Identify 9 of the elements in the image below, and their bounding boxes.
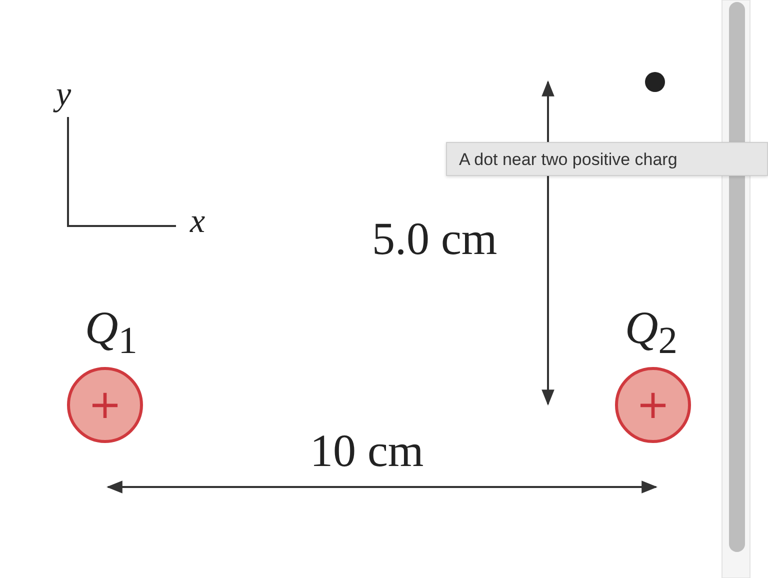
dimension-label: 10 cm [310, 428, 424, 474]
positive-charge: + [615, 367, 691, 443]
dimension-label: 5.0 cm [372, 216, 498, 262]
tooltip: A dot near two positive charg [446, 142, 768, 176]
charge-label: Q$_{2}$ [625, 305, 678, 361]
axis-label: x [190, 205, 206, 239]
charge-label: Q$_{1}$ [85, 305, 138, 361]
positive-charge: + [67, 367, 143, 443]
dot [645, 72, 665, 92]
